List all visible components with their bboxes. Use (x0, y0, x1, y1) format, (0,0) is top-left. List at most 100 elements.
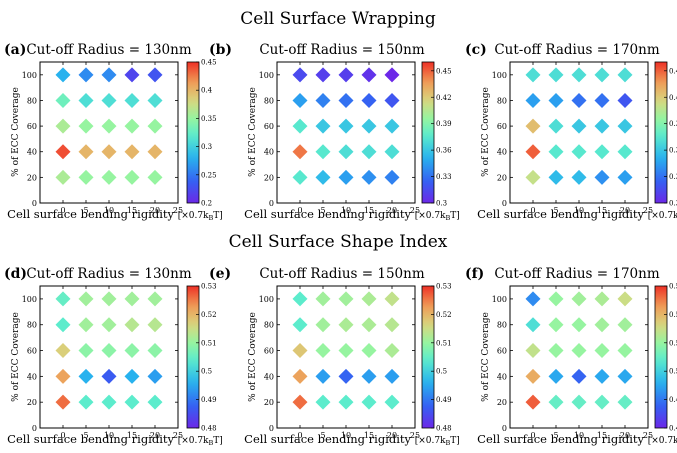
data-point (338, 118, 354, 134)
colorbar-tick-label: 0.2 (201, 200, 212, 208)
data-point (548, 144, 564, 160)
data-point (101, 67, 117, 83)
data-point (78, 67, 94, 83)
y-tick-label: 100 (22, 295, 37, 304)
data-point (594, 144, 610, 160)
panel-label: (e) (209, 266, 231, 282)
data-point (147, 291, 163, 307)
data-point (384, 343, 400, 359)
colorbar-tick-label: 0.49 (669, 396, 677, 404)
y-tick-label: 100 (259, 71, 274, 80)
y-tick-label: 20 (27, 398, 37, 407)
colorbar-tick-label: 0.53 (436, 283, 452, 291)
data-point (548, 118, 564, 134)
y-tick-label: 60 (27, 122, 37, 131)
data-point (147, 67, 163, 83)
data-point (571, 343, 587, 359)
data-point (124, 144, 140, 160)
data-point (525, 92, 541, 108)
colorbar-tick-label: 0.52 (669, 311, 677, 319)
colorbar-tick-label: 0.53 (201, 283, 217, 291)
data-point (101, 92, 117, 108)
x-tick-label: 15 (597, 206, 607, 215)
x-tick-label: 20 (387, 206, 397, 215)
colorbar-tick-label: 0.5 (436, 368, 447, 376)
y-tick-label: 0 (269, 424, 274, 433)
data-point (548, 394, 564, 410)
colorbar-tick-label: 0.48 (436, 425, 452, 433)
y-tick-label: 40 (264, 372, 274, 381)
data-point (315, 67, 331, 83)
data-point (124, 92, 140, 108)
data-point (315, 394, 331, 410)
data-point (361, 291, 377, 307)
data-point (78, 92, 94, 108)
data-point (147, 92, 163, 108)
y-tick-label: 80 (264, 321, 274, 330)
data-point (101, 144, 117, 160)
data-point (594, 291, 610, 307)
data-point (55, 291, 71, 307)
panel-label: (d) (4, 266, 27, 282)
data-point (124, 291, 140, 307)
x-tick-label: 15 (364, 206, 374, 215)
data-point (147, 317, 163, 333)
colorbar-tick-label: 0.33 (436, 173, 452, 181)
colorbar-tick-label: 0.48 (669, 425, 677, 433)
data-point (315, 92, 331, 108)
colorbar-tick-label: 0.48 (201, 425, 217, 433)
data-point (147, 118, 163, 134)
data-point (571, 118, 587, 134)
data-point (571, 291, 587, 307)
y-axis-label: % of ECC Coverage (248, 312, 258, 402)
data-point (594, 67, 610, 83)
y-tick-label: 40 (27, 148, 37, 157)
data-point (594, 343, 610, 359)
y-tick-label: 100 (492, 71, 507, 80)
colorbar-tick-label: 0.36 (669, 147, 677, 155)
x-tick-label: 25 (173, 431, 183, 440)
data-point (571, 144, 587, 160)
y-tick-label: 60 (27, 347, 37, 356)
colorbar-tick-label: 0.51 (436, 339, 452, 347)
y-tick-label: 0 (32, 199, 37, 208)
panel-label: (b) (209, 42, 232, 58)
data-point (384, 317, 400, 333)
data-point (55, 169, 71, 185)
panel-title: Cut-off Radius = 150nm (259, 42, 424, 58)
data-point (338, 291, 354, 307)
data-point (548, 368, 564, 384)
data-point (292, 67, 308, 83)
data-point (101, 118, 117, 134)
x-tick-label: 0 (60, 431, 65, 440)
panel-title: Cut-off Radius = 130nm (26, 266, 191, 282)
y-tick-label: 80 (264, 96, 274, 105)
x-tick-label: 5 (320, 206, 325, 215)
data-point (78, 169, 94, 185)
y-tick-label: 40 (27, 372, 37, 381)
x-tick-label: 10 (341, 431, 351, 440)
data-point (571, 92, 587, 108)
y-axis-label: % of ECC Coverage (481, 87, 491, 177)
data-point (384, 368, 400, 384)
y-tick-label: 60 (264, 122, 274, 131)
x-tick-label: 5 (320, 431, 325, 440)
data-point (548, 343, 564, 359)
data-point (525, 394, 541, 410)
x-tick-label: 15 (127, 431, 137, 440)
y-tick-label: 20 (264, 398, 274, 407)
data-point (101, 291, 117, 307)
data-point (101, 317, 117, 333)
data-point (78, 368, 94, 384)
y-tick-label: 100 (259, 295, 274, 304)
x-tick-label: 25 (173, 206, 183, 215)
data-point (525, 118, 541, 134)
x-tick-label: 0 (297, 206, 302, 215)
y-tick-label: 80 (27, 321, 37, 330)
data-point (338, 368, 354, 384)
colorbar-tick-label: 0.4 (201, 87, 213, 95)
y-tick-label: 40 (497, 372, 507, 381)
y-tick-label: 60 (264, 347, 274, 356)
y-tick-label: 80 (497, 96, 507, 105)
data-point (617, 368, 633, 384)
